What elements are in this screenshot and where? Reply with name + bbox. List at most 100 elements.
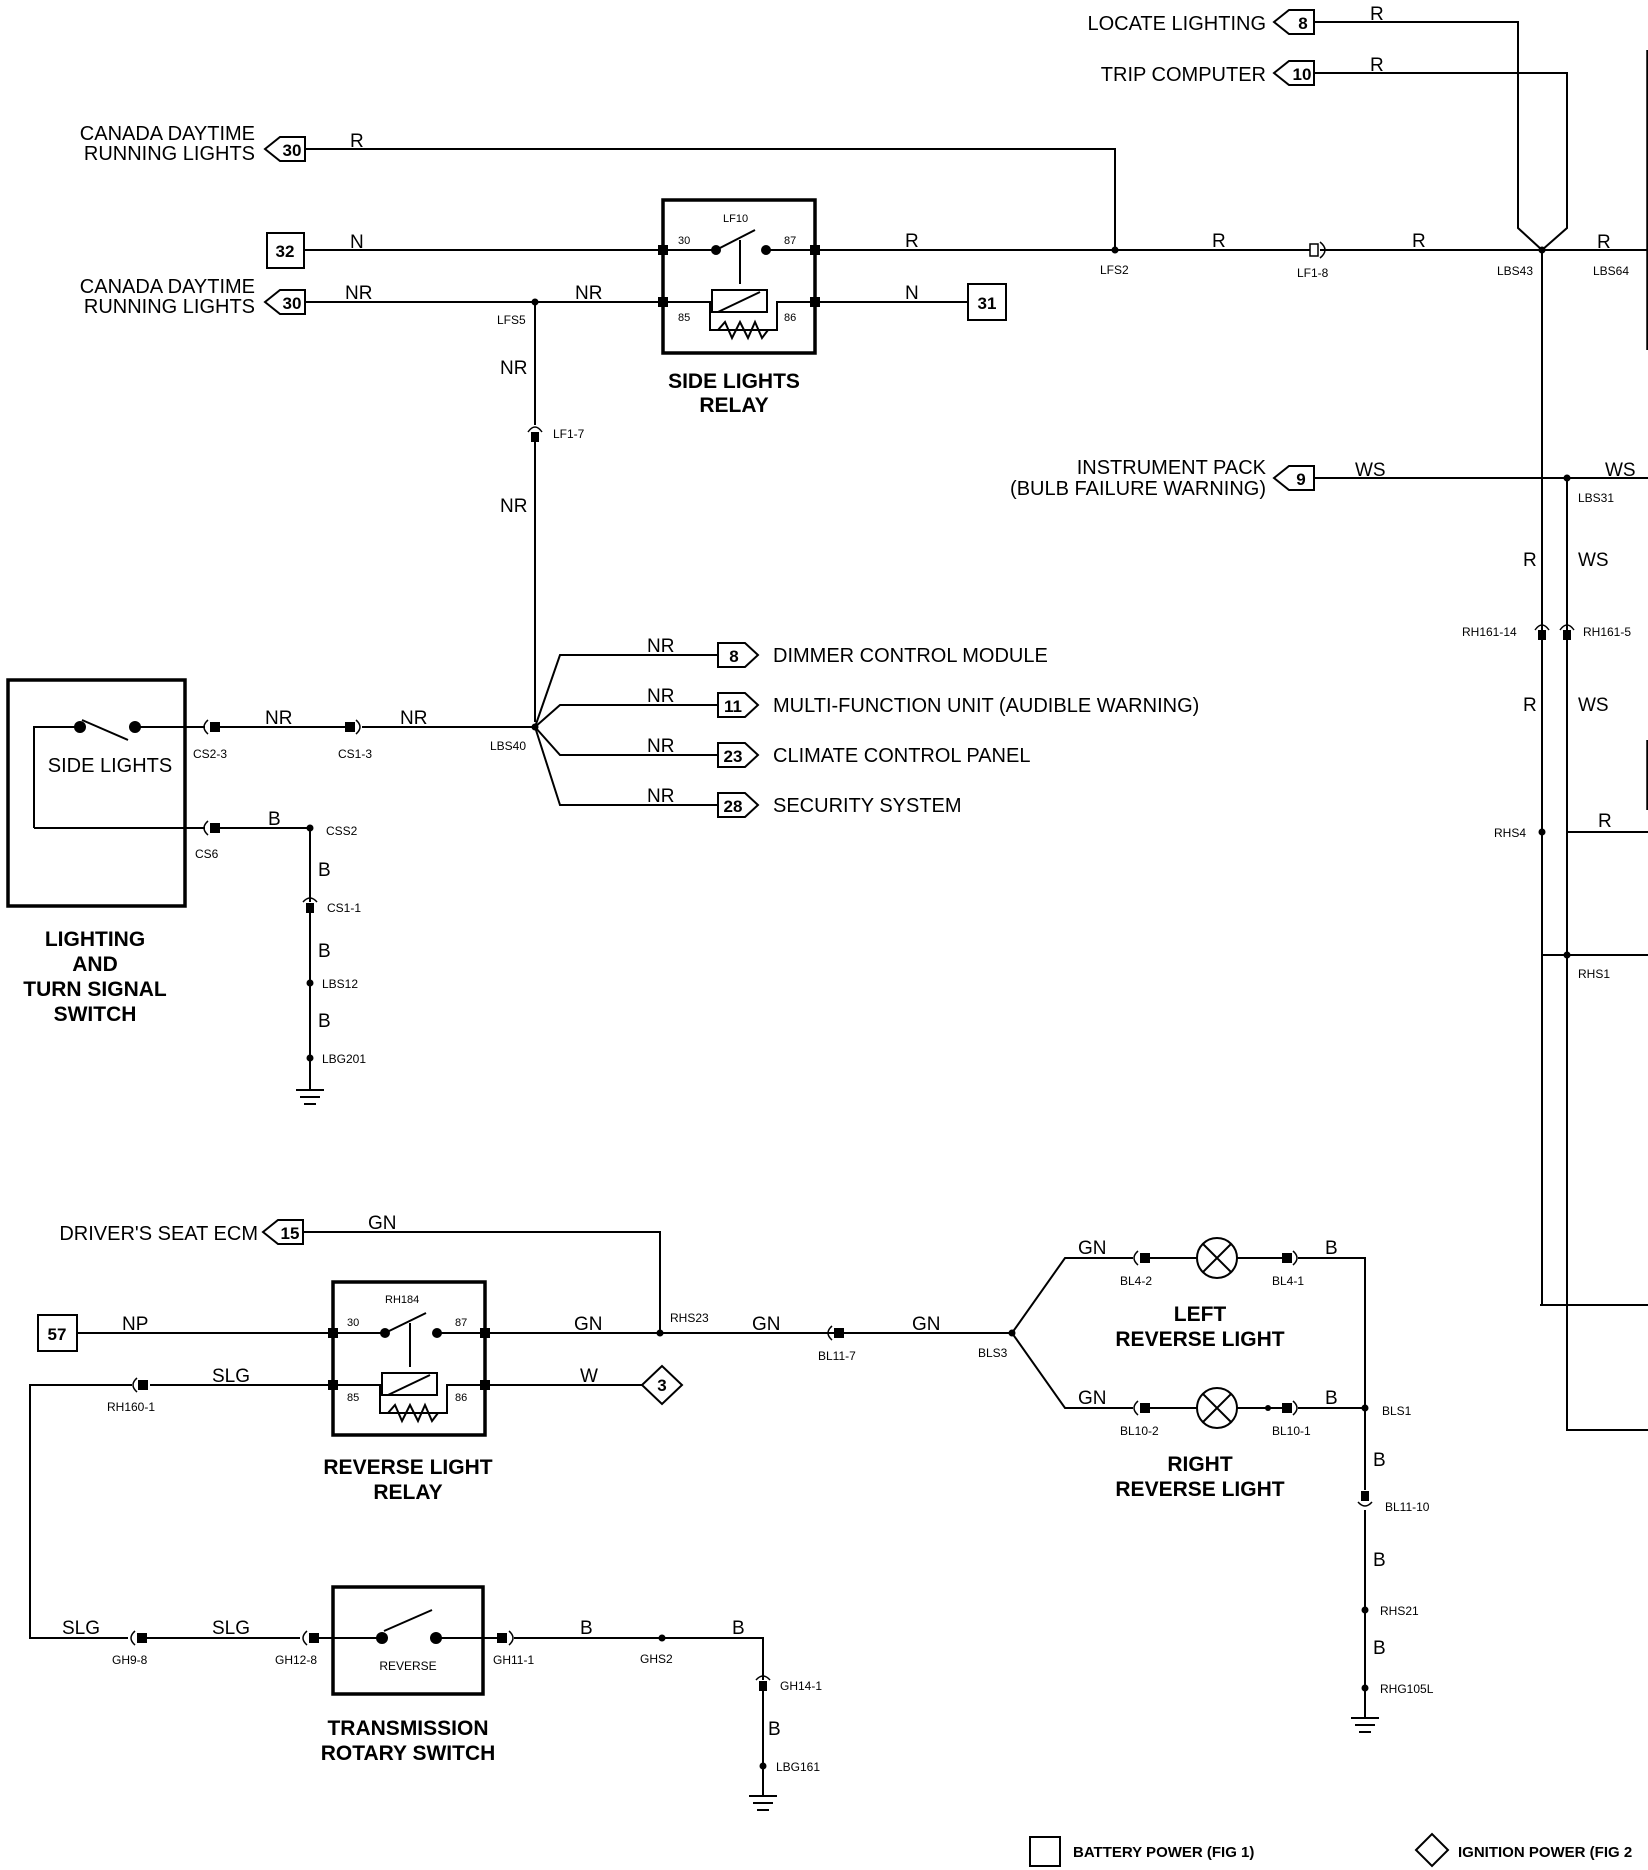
- wire-color-gn: GN: [1078, 1238, 1107, 1259]
- wire-color-gn: GN: [574, 1314, 603, 1335]
- relay-id-rh184: RH184: [385, 1294, 419, 1306]
- node-lf1-7: LF1-7: [553, 427, 585, 441]
- label-trip-computer: TRIP COMPUTER: [1101, 64, 1266, 86]
- wire-color-b: B: [268, 809, 281, 830]
- wire-color-r: R: [1523, 550, 1537, 571]
- wire-color-b: B: [1373, 1638, 1386, 1659]
- label-climate: CLIMATE CONTROL PANEL: [773, 745, 1030, 767]
- left-reverse-title-1: LEFT: [1174, 1303, 1227, 1326]
- wire-color-r: R: [1370, 55, 1384, 76]
- svg-text:10: 10: [1293, 65, 1312, 84]
- wire-color-b: B: [768, 1719, 781, 1740]
- wire-color-r: R: [905, 231, 919, 252]
- node-cs2-3: CS2-3: [193, 747, 227, 761]
- lighting-switch-title-1: LIGHTING: [45, 928, 145, 951]
- label-dimmer: DIMMER CONTROL MODULE: [773, 645, 1048, 667]
- legend-battery-power: [1029, 1836, 1061, 1867]
- label-canada-daytime-2b: RUNNING LIGHTS: [84, 296, 255, 318]
- wire-color-nr: NR: [647, 686, 674, 707]
- svg-text:85: 85: [347, 1392, 359, 1404]
- node-gh12-8: GH12-8: [275, 1653, 317, 1667]
- wire-color-gn: GN: [912, 1314, 941, 1335]
- node-rh161-5: RH161-5: [1583, 625, 1631, 639]
- node-gh9-8: GH9-8: [112, 1653, 148, 1667]
- svg-text:28: 28: [724, 797, 743, 816]
- wire-color-gn: GN: [1078, 1388, 1107, 1409]
- node-cs6: CS6: [195, 847, 219, 861]
- connector-multi-function: 11: [717, 692, 760, 718]
- side-lights-relay-title-2: RELAY: [699, 394, 768, 417]
- wire-color-b: B: [318, 1011, 331, 1032]
- node-rhs23: RHS23: [670, 1311, 709, 1325]
- wire-color-nr: NR: [575, 283, 602, 304]
- node-lbs12: LBS12: [322, 977, 358, 991]
- node-lbg201: LBG201: [322, 1052, 366, 1066]
- lighting-switch: [6, 678, 205, 908]
- side-lights-relay: LF10 30 87 85 86: [658, 198, 820, 355]
- svg-text:11: 11: [724, 697, 742, 716]
- wire-color-ws: WS: [1605, 460, 1636, 481]
- wire-color-r: R: [1370, 4, 1384, 25]
- reverse-light-relay: RH184 30 87 85 86: [328, 1280, 490, 1437]
- node-bl10-1: BL10-1: [1272, 1424, 1311, 1438]
- node-bl11-7: BL11-7: [818, 1349, 856, 1363]
- wire-color-w: W: [580, 1366, 598, 1387]
- label-multi-function: MULTI-FUNCTION UNIT (AUDIBLE WARNING): [773, 695, 1199, 717]
- right-reverse-lamp: [1196, 1387, 1238, 1429]
- node-lbs64: LBS64: [1593, 264, 1629, 278]
- top-right-wiring: [1314, 21, 1648, 1431]
- transmission-switch-title-1: TRANSMISSION: [327, 1717, 488, 1740]
- node-bls3: BLS3: [978, 1346, 1008, 1360]
- wire-color-nr: NR: [647, 636, 674, 657]
- connector-dimmer: 8: [717, 642, 760, 668]
- node-cs1-1: CS1-1: [327, 901, 361, 915]
- label-security: SECURITY SYSTEM: [773, 795, 962, 817]
- wire-color-nr: NR: [647, 736, 674, 757]
- svg-text:30: 30: [347, 1317, 359, 1329]
- wire-color-nr: NR: [265, 708, 292, 729]
- legend-ignition-power: [1414, 1832, 1450, 1868]
- node-lbs40: LBS40: [490, 739, 526, 753]
- wire-color-nr: NR: [400, 708, 427, 729]
- wire-color-b: B: [1325, 1238, 1338, 1259]
- wire-color-n: N: [905, 283, 919, 304]
- label-canada-daytime-1b: RUNNING LIGHTS: [84, 143, 255, 165]
- node-lbs43: LBS43: [1497, 264, 1533, 278]
- connector-climate: 23: [717, 742, 760, 768]
- wire-color-slg: SLG: [62, 1618, 100, 1639]
- lbs40-fanout: [534, 654, 718, 806]
- svg-text:30: 30: [283, 141, 302, 160]
- wire-color-ws: WS: [1355, 460, 1386, 481]
- svg-text:85: 85: [678, 312, 690, 324]
- label-instrument-pack-1: INSTRUMENT PACK: [1077, 457, 1267, 479]
- svg-text:87: 87: [455, 1317, 467, 1329]
- node-gh14-1: GH14-1: [780, 1679, 822, 1693]
- lighting-switch-title-4: SWITCH: [54, 1003, 137, 1026]
- node-lbg161: LBG161: [776, 1760, 820, 1774]
- connector-security: 28: [717, 792, 760, 818]
- svg-text:8: 8: [729, 647, 738, 666]
- wire-color-r: R: [1598, 811, 1612, 832]
- node-rh160-1: RH160-1: [107, 1400, 155, 1414]
- node-rhs1: RHS1: [1578, 967, 1610, 981]
- svg-text:31: 31: [978, 294, 997, 313]
- lighting-switch-title-3: TURN SIGNAL: [23, 978, 167, 1001]
- right-reverse-title-1: RIGHT: [1167, 1453, 1233, 1476]
- svg-text:87: 87: [784, 235, 796, 247]
- transmission-switch: [319, 1585, 500, 1696]
- node-lfs2: LFS2: [1100, 263, 1129, 277]
- label-canada-daytime-1a: CANADA DAYTIME: [80, 123, 255, 145]
- svg-text:23: 23: [724, 747, 743, 766]
- wire-color-ws: WS: [1578, 695, 1609, 716]
- connector-trip-computer: 10: [1272, 60, 1315, 86]
- wire-color-nr: NR: [500, 496, 527, 517]
- lighting-switch-inner-label: SIDE LIGHTS: [48, 755, 172, 777]
- svg-text:9: 9: [1296, 470, 1305, 489]
- node-bl4-1: BL4-1: [1272, 1274, 1304, 1288]
- left-reverse-lamp: [1196, 1237, 1238, 1279]
- wire-color-ws: WS: [1578, 550, 1609, 571]
- node-rhs4: RHS4: [1494, 826, 1526, 840]
- connector-31: 31: [967, 283, 1007, 321]
- svg-text:32: 32: [276, 242, 295, 261]
- node-bls1: BLS1: [1382, 1404, 1412, 1418]
